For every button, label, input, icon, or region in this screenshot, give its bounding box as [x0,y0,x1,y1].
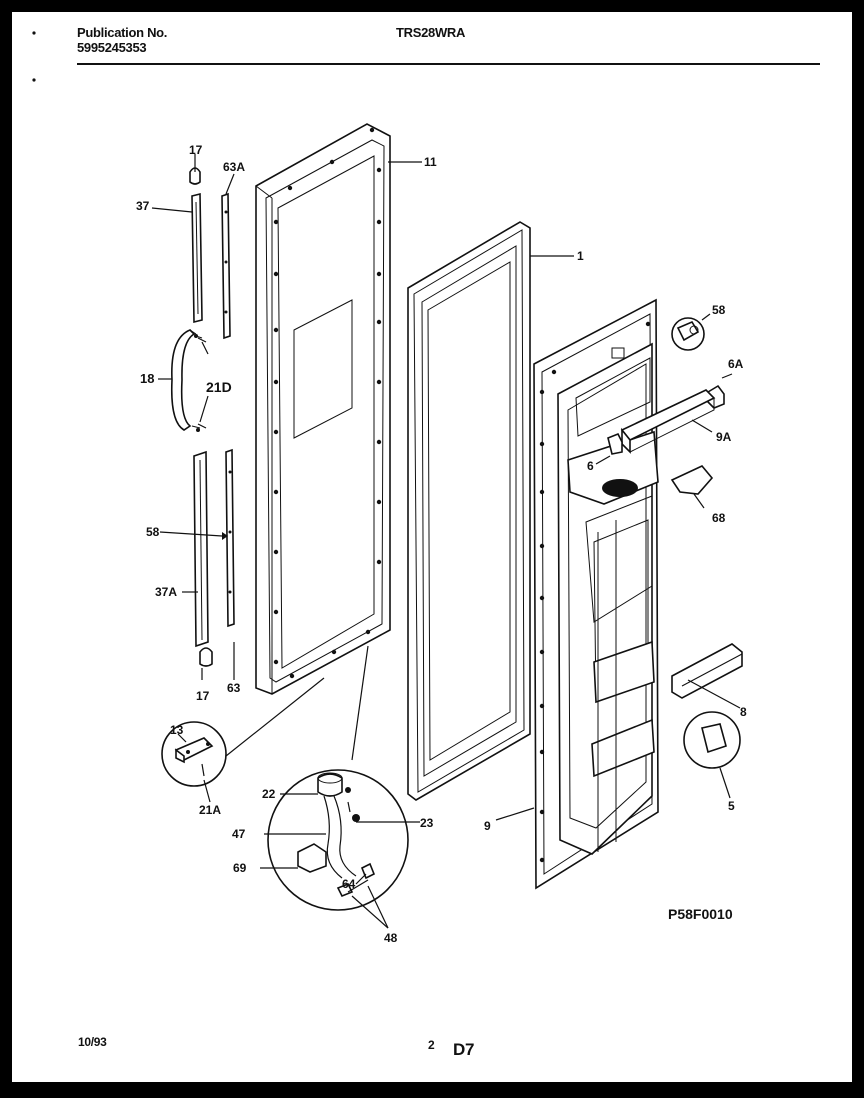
callout-37: 37 [136,199,150,213]
callout-11: 11 [424,155,437,169]
door-gasket-1 [407,221,531,801]
callout-6: 6 [587,459,594,473]
clip-6a [707,384,725,409]
end-cap-17-bottom [199,647,213,667]
hinge-13-detail [161,721,227,787]
hinge-strip-63a [221,192,231,340]
door-panel-11 [255,123,391,695]
publication-number: 5995245353 [77,40,147,55]
figure-id: P58F0010 [668,906,733,922]
footer-page: 2 [428,1038,435,1052]
callout-1: 1 [577,249,584,263]
callout-23: 23 [420,816,434,830]
rail-9a [620,389,716,454]
callout-37a: 37A [155,585,177,599]
callout-5: 5 [728,799,735,813]
bullet-mark-top [32,31,36,35]
model-number: TRS28WRA [396,25,466,40]
footer-code: D7 [453,1040,475,1059]
exploded-parts-diagram: 17 63A 11 37 1 58 18 21D 6A 9A 6 58 68 3… [32,31,820,945]
callout-17-bottom: 17 [196,689,210,703]
actuator-68 [670,465,714,495]
callout-64: 64 [342,877,356,891]
door-handle-18 [170,329,207,432]
panel-mounting-holes [273,127,382,679]
trim-strip-37a [193,450,209,648]
callout-69: 69 [233,861,247,875]
callout-17-top: 17 [189,143,203,157]
callout-6a: 6A [728,357,744,371]
callout-22: 22 [262,787,276,801]
parts-sheet: Publication No. 5995245353 TRS28WRA [12,12,852,1082]
hinge-strip-63 [225,448,235,628]
callout-labels: 17 63A 11 37 1 58 18 21D 6A 9A 6 58 68 3… [136,143,747,945]
callout-leaders [151,154,741,929]
callout-47: 47 [232,827,246,841]
callout-68: 68 [712,511,726,525]
callout-9: 9 [484,819,491,833]
bracket-8 [671,643,743,699]
publication-label: Publication No. [77,25,168,40]
door-liner-9 [533,298,659,890]
callout-13: 13 [170,723,184,737]
clip-6 [607,432,623,455]
liner-mounting-holes [539,321,651,863]
screw-21d [194,334,207,432]
callout-58-screw: 58 [712,303,726,317]
callout-63a: 63A [223,160,245,174]
callout-21d: 21D [206,379,232,395]
callout-48: 48 [384,931,398,945]
end-cap-17-top [189,167,201,185]
bullet-mark [32,78,36,82]
callout-21a: 21A [199,803,221,817]
pad-5-detail [683,711,741,769]
callout-8: 8 [740,705,747,719]
footer-date: 10/93 [78,1035,107,1049]
leader-wiring-to-panel [351,645,369,761]
trim-strip-37 [189,167,203,324]
callout-58-side: 58 [146,525,160,539]
callout-18: 18 [140,371,154,386]
wiring-harness-detail [267,769,409,911]
callout-9a: 9A [716,430,732,444]
leader-13-to-panel [225,677,325,757]
callout-63: 63 [227,681,241,695]
screw-58 [671,317,705,351]
